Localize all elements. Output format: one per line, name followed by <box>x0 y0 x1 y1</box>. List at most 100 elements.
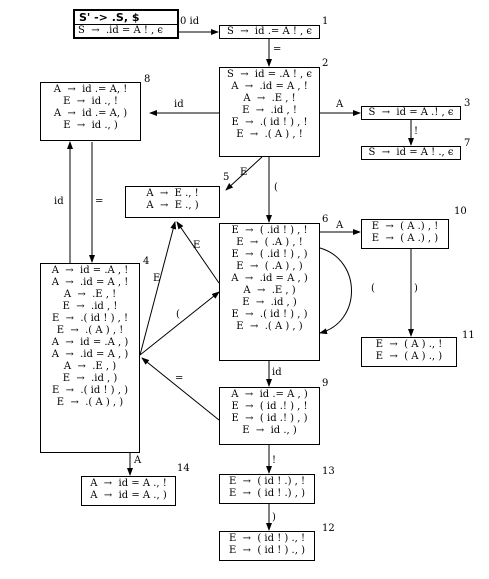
state-9-number: 9 <box>322 378 329 389</box>
state-13: E → ( id ! .) , ! E → ( id ! .) , ) <box>219 474 315 504</box>
state-14: A → id = A ., ! A → id = A ., ) <box>81 476 176 506</box>
edge-label-6-self: ( <box>371 283 375 294</box>
state-14-item: A → id = A ., ! <box>90 478 167 489</box>
state-4-item: E → .id , ! <box>62 301 118 312</box>
state-6-item: A → .id = A , ) <box>231 273 308 284</box>
state-13-item: E → ( id ! .) , ) <box>229 488 305 499</box>
state-14-number: 14 <box>177 463 190 474</box>
state-6-item: E → ( .A ) , ) <box>236 261 303 272</box>
state-3-number: 3 <box>464 98 471 109</box>
state-4-item: A → id = .A , ! <box>51 265 129 276</box>
edge-label-6-5: E <box>193 240 201 251</box>
state-8-item: E → id ., ) <box>63 120 118 131</box>
state-9: A → id .= A , ) E → ( id .! ) , ! E → ( … <box>219 387 320 445</box>
state-4-item: A → .id = A , ) <box>51 349 129 360</box>
state-6-item: E → ( .id ! ) , ! <box>231 225 308 236</box>
edge-label-4-14: A <box>134 455 142 466</box>
edge-6-self <box>319 247 352 335</box>
edge-label-4-6: ( <box>176 309 180 320</box>
state-12-number: 12 <box>322 523 335 534</box>
state-3-item: S → id = A .! , ϵ <box>368 107 454 118</box>
state-13-item: E → ( id ! .) , ! <box>228 476 306 487</box>
state-8-item: A → id .= A, ! <box>53 84 128 95</box>
state-2: S → id = .A ! , ϵ A → .id = A , ! A → .E… <box>219 67 320 157</box>
state-7-number: 7 <box>464 138 471 149</box>
state-2-item: E → .( A ) , ! <box>236 129 303 140</box>
state-8: A → id .= A, ! E → id ., ! A → id .= A, … <box>40 82 141 141</box>
edge-label-2-3: A <box>336 99 344 110</box>
state-5-number: 5 <box>223 172 230 183</box>
state-9-item: A → id .= A , ) <box>231 389 308 400</box>
edge-label-10-11: ) <box>414 283 418 294</box>
state-2-item: A → .E , ! <box>243 93 296 104</box>
state-8-number: 8 <box>144 74 151 85</box>
state-9-item: E → ( id .! ) , ) <box>231 413 308 424</box>
state-6-item: E → ( .id ! ) , ) <box>231 249 308 260</box>
state-6-item: A → .E , ) <box>243 285 296 296</box>
state-12-item: E → ( id ! ) ., ) <box>229 545 305 556</box>
state-4-number: 4 <box>143 256 150 267</box>
edge-2-5 <box>225 156 263 191</box>
state-6-number: 6 <box>322 214 329 225</box>
state-5-item: A → E ., ! <box>146 188 199 199</box>
state-6: E → ( .id ! ) , ! E → ( .A ) , ! E → ( .… <box>219 223 320 361</box>
state-8-item: E → id ., ! <box>63 96 118 107</box>
edge-label-4-5: E <box>153 273 161 284</box>
state-4-item: A → .E , ! <box>63 289 117 300</box>
state-1: S → id .= A ! , ϵ <box>219 25 320 39</box>
state-1-item: S → id .= A ! , ϵ <box>226 26 312 37</box>
edge-label-8-4-id: id <box>54 196 64 207</box>
state-12: E → ( id ! ) ., ! E → ( id ! ) ., ) <box>219 531 315 561</box>
edge-label-2-8: id <box>174 99 184 110</box>
state-10-number: 10 <box>454 206 467 217</box>
state-14-item: A → id = A ., ) <box>90 490 167 501</box>
edge-label-start-1: 0 id <box>180 16 200 27</box>
state-2-item: E → .( id ! ) , ! <box>231 117 308 128</box>
state-10-item: E → ( A .) , ! <box>371 221 439 232</box>
state-3: S → id = A .! , ϵ <box>361 106 461 120</box>
state-4-item: E → .( id ! ) , ) <box>52 385 128 396</box>
state-6-item: E → .id , ) <box>242 297 297 308</box>
state-4: A → id = .A , ! A → .id = A , ! A → .E ,… <box>40 263 140 453</box>
edge-label-2-5: E <box>240 167 248 178</box>
edge-label-1-2: = <box>273 44 282 55</box>
state-4-item: E → .id , ) <box>62 373 118 384</box>
edge-label-9-4: = <box>175 373 184 384</box>
state-7: S → id = A ! ., ϵ <box>361 146 461 160</box>
edge-label-2-6: ( <box>274 182 278 193</box>
state-9-item: E → id ., ) <box>242 425 297 436</box>
state-6-item: E → .( A ) , ) <box>236 321 303 332</box>
state-2-item: E → .id , ! <box>242 105 297 116</box>
state-4-item: E → .( id ! ) , ! <box>51 313 129 324</box>
edge-4-5 <box>139 221 177 356</box>
state-11-number: 11 <box>462 330 475 341</box>
start-state-box: S' -> .S, $ S → .id = A ! , ϵ <box>73 9 179 39</box>
state-7-item: S → id = A ! ., ϵ <box>368 147 454 158</box>
edge-label-3-7: ! <box>414 126 419 137</box>
state-1-number: 1 <box>322 16 329 27</box>
edge-label-6-9: id <box>272 367 282 378</box>
state-9-item: E → ( id .! ) , ! <box>231 401 308 412</box>
state-4-item: A → .E , ) <box>63 361 117 372</box>
state-2-item: A → .id = A , ! <box>231 81 308 92</box>
edge-6-5 <box>176 221 220 284</box>
state-6-item: E → ( .A ) , ! <box>236 237 303 248</box>
start-item: S → .id = A ! , ϵ <box>75 24 177 37</box>
start-production: S' -> .S, $ <box>79 11 140 24</box>
state-12-item: E → ( id ! ) ., ! <box>228 533 306 544</box>
edge-label-6-10: A <box>336 220 344 231</box>
state-8-item: A → id .= A, ) <box>53 108 128 119</box>
state-13-number: 13 <box>322 466 335 477</box>
state-2-item: S → id = .A ! , ϵ <box>226 69 312 80</box>
state-11-item: E → ( A ) ., ) <box>375 351 443 362</box>
edge-label-9-13: ! <box>272 455 277 466</box>
edge-9-4 <box>141 357 220 421</box>
state-11-item: E → ( A ) ., ! <box>375 339 443 350</box>
state-4-item: A → .id = A , ! <box>51 277 129 288</box>
state-11: E → ( A ) ., ! E → ( A ) ., ) <box>361 337 457 367</box>
edge-label-13-12: ) <box>272 512 276 523</box>
state-5-item: A → E ., ) <box>146 200 199 211</box>
edge-4-6 <box>139 291 220 356</box>
state-6-item: E → .( id ! ) , ) <box>231 309 308 320</box>
state-5: A → E ., ! A → E ., ) <box>125 186 220 218</box>
